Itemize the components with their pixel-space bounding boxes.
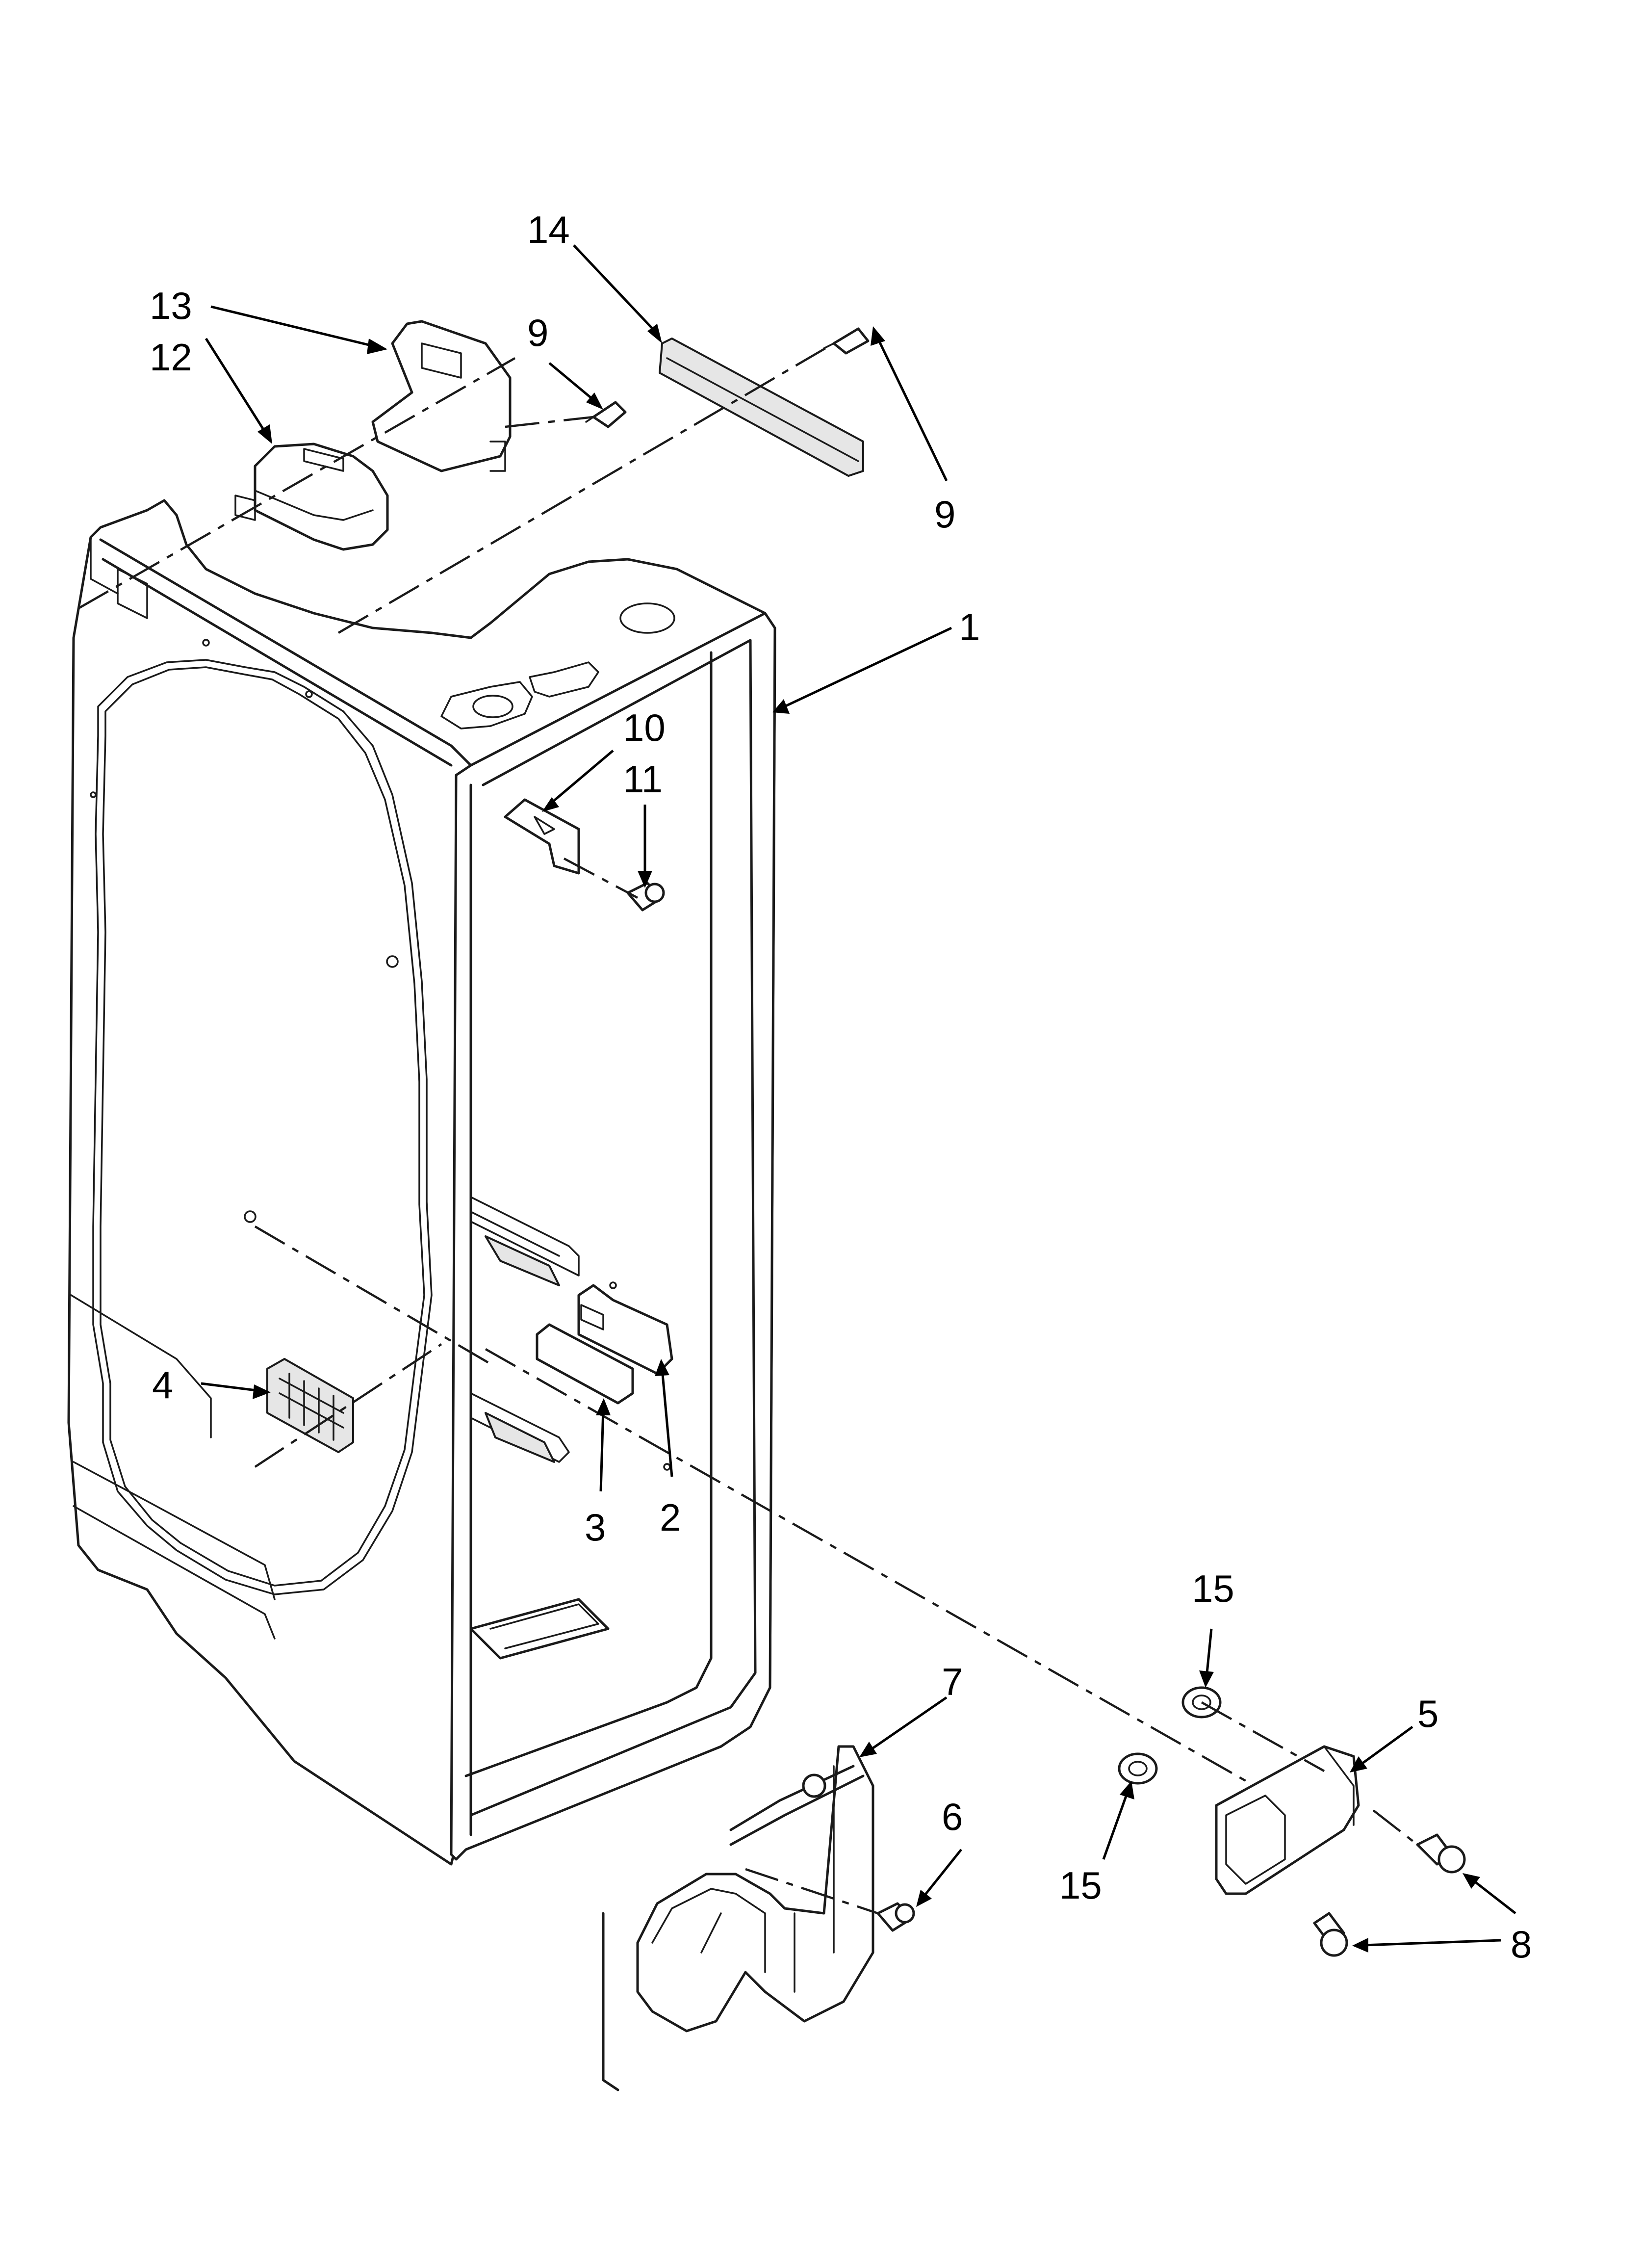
- callout-15-upper: 15: [1192, 1567, 1234, 1610]
- damper-housing-5: [1215, 1745, 1360, 1895]
- bracket-2: [577, 1284, 673, 1375]
- screw-11: [626, 882, 665, 912]
- grommet-15-lower: [1118, 1752, 1158, 1785]
- callout-12: 12: [150, 336, 192, 379]
- callout-9-right: 9: [934, 493, 955, 536]
- callout-10: 10: [623, 706, 666, 749]
- callout-9-left: 9: [527, 311, 548, 354]
- callout-2: 2: [660, 1496, 681, 1539]
- bracket-3: [536, 1323, 634, 1405]
- callout-labels: 14 13 12 9 9 1 10 11 4 3 2 15 15 5 7 6 8: [150, 208, 1532, 1966]
- push-pin-8-lower: [1313, 1912, 1348, 1957]
- callout-14: 14: [527, 208, 570, 251]
- refrigerator-liner: [67, 499, 776, 1866]
- callout-11: 11: [623, 757, 663, 801]
- screw-9-left: [585, 401, 627, 428]
- bracket-10: [504, 798, 580, 875]
- switch-housing-12: [234, 443, 389, 551]
- callout-15-lower: 15: [1059, 1864, 1102, 1907]
- bracket-13: [371, 320, 512, 472]
- heater-7: [602, 1745, 874, 2091]
- trim-strip-14: [659, 338, 864, 477]
- screw-6: [876, 1902, 915, 1932]
- callout-4: 4: [152, 1363, 173, 1407]
- callout-3: 3: [585, 1506, 606, 1549]
- callout-6: 6: [942, 1795, 963, 1838]
- callout-5: 5: [1417, 1692, 1438, 1735]
- callout-arrows: [201, 244, 1516, 1953]
- push-pin-8-upper: [1416, 1833, 1466, 1874]
- callout-1: 1: [959, 605, 980, 649]
- assembly-lines: [77, 342, 1418, 1915]
- vent-grille-4: [266, 1358, 354, 1453]
- callout-7: 7: [942, 1660, 963, 1703]
- screw-9-right: [823, 327, 870, 355]
- callout-13: 13: [150, 284, 192, 327]
- callout-8: 8: [1511, 1923, 1532, 1966]
